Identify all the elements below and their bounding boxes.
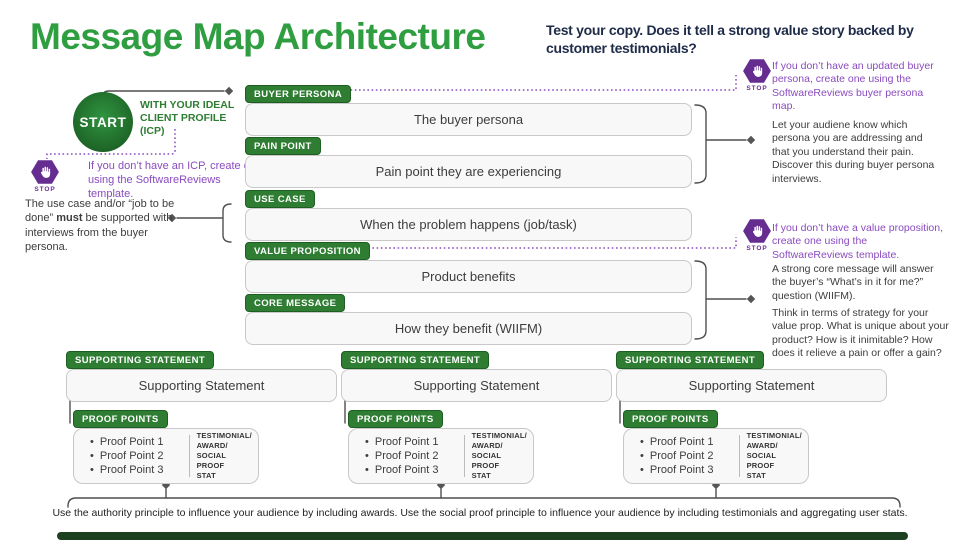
proof-point: Proof Point 1 (640, 435, 739, 449)
stop-label: STOP (746, 85, 768, 92)
note-core-message: A strong core message will answer the bu… (772, 263, 934, 302)
tag-proof-points: PROOF POINTS (348, 410, 443, 428)
tag-supporting-statement: SUPPORTING STATEMENT (341, 351, 490, 369)
stop-label: STOP (34, 186, 56, 193)
buyer-pain-bracket (694, 104, 707, 184)
tag-supporting-statement: SUPPORTING STATEMENT (66, 351, 215, 369)
bottom-bar (57, 532, 908, 540)
box-supporting-statement: Supporting Statement (341, 369, 612, 402)
diamond-start (224, 86, 234, 96)
box-core-message-text: How they benefit (WIIFM) (394, 321, 543, 336)
proof-points-box: Proof Point 1 Proof Point 2 Proof Point … (623, 428, 809, 484)
box-pain-point: Pain point they are experiencing (245, 155, 692, 188)
row-pain-point: PAIN POINT Pain point they are experienc… (245, 136, 692, 188)
box-buyer-persona: The buyer persona (245, 103, 692, 136)
proof-points-list: Proof Point 1 Proof Point 2 Proof Point … (624, 435, 739, 478)
row-value-proposition: VALUE PROPOSITION Product benefits (245, 241, 692, 293)
start-caption: WITH YOUR IDEAL CLIENT PROFILE (ICP) (140, 99, 235, 138)
supporting-column-3: SUPPORTING STATEMENT Supporting Statemen… (616, 350, 887, 484)
row-use-case: USE CASE When the problem happens (job/t… (245, 189, 692, 241)
note-buyer-persona: Let your audiene know which persona you … (772, 119, 935, 185)
note-value-stop: If you don’t have a value proposition, c… (772, 222, 944, 261)
stop-node-buyer: STOP (740, 58, 774, 92)
tag-use-case: USE CASE (245, 190, 315, 208)
usecase-bracket (222, 203, 232, 243)
proof-point: Proof Point 1 (365, 435, 464, 449)
note-use-case-pre: The use case and/or “job to be done” (25, 198, 175, 225)
row-core-message: CORE MESSAGE How they benefit (WIIFM) (245, 293, 692, 345)
start-label: START (79, 114, 127, 130)
start-to-buyer-line (102, 90, 225, 98)
tag-proof-points: PROOF POINTS (623, 410, 718, 428)
box-buyer-persona-text: The buyer persona (413, 112, 524, 127)
row-buyer-persona: BUYER PERSONA The buyer persona (245, 84, 692, 136)
proof-side-label: TESTIMONIAL/ AWARD/ SOCIAL PROOF STAT (738, 431, 808, 480)
subtitle-question: Test your copy. Does it tell a strong va… (546, 22, 914, 56)
proof-point: Proof Point 3 (640, 463, 739, 477)
proof-point: Proof Point 3 (365, 463, 464, 477)
box-supporting-statement: Supporting Statement (616, 369, 887, 402)
proof-points-list: Proof Point 1 Proof Point 2 Proof Point … (74, 435, 189, 478)
diamond-buyer-note (746, 135, 756, 145)
bottom-bracket (67, 497, 901, 508)
tag-value-proposition: VALUE PROPOSITION (245, 242, 370, 260)
stop-node-value: STOP (740, 218, 774, 252)
value-core-bracket (694, 260, 707, 340)
start-node: START (73, 92, 133, 152)
proof-point: Proof Point 3 (90, 463, 189, 477)
stop-label: STOP (746, 245, 768, 252)
tag-pain-point: PAIN POINT (245, 137, 321, 155)
stop-hand-icon (743, 219, 771, 243)
proof-point: Proof Point 2 (90, 449, 189, 463)
note-buyer-stop: If you don’t have an updated buyer perso… (772, 60, 934, 113)
note-value-strategy: Think in terms of strategy for your valu… (772, 307, 949, 360)
box-core-message: How they benefit (WIIFM) (245, 312, 692, 345)
diamond-core-note (746, 294, 756, 304)
proof-points-box: Proof Point 1 Proof Point 2 Proof Point … (348, 428, 534, 484)
proof-points-list: Proof Point 1 Proof Point 2 Proof Point … (349, 435, 464, 478)
supporting-statement-text: Supporting Statement (688, 378, 815, 393)
note-use-case-post: be supported with interviews from the bu… (25, 212, 173, 253)
proof-point: Proof Point 1 (90, 435, 189, 449)
proof-side-label: TESTIMONIAL/ AWARD/ SOCIAL PROOF STAT (188, 431, 258, 480)
bottom-caption: Use the authority principle to influence… (52, 507, 908, 519)
proof-side-label: TESTIMONIAL/ AWARD/ SOCIAL PROOF STAT (463, 431, 533, 480)
tag-core-message: CORE MESSAGE (245, 294, 346, 312)
box-supporting-statement: Supporting Statement (66, 369, 337, 402)
stop-node-icp: STOP (28, 159, 62, 193)
note-use-case: The use case and/or “job to be done” mus… (25, 197, 179, 254)
proof-points-box: Proof Point 1 Proof Point 2 Proof Point … (73, 428, 259, 484)
box-use-case: When the problem happens (job/task) (245, 208, 692, 241)
supporting-statement-text: Supporting Statement (138, 378, 265, 393)
page-title: Message Map Architecture (30, 16, 486, 57)
supporting-column-1: SUPPORTING STATEMENT Supporting Statemen… (66, 350, 337, 484)
tag-supporting-statement: SUPPORTING STATEMENT (616, 351, 765, 369)
note-use-case-bold: must (56, 212, 83, 225)
note-icp-stop: If you don’t have an ICP, create one usi… (88, 160, 263, 201)
box-value-proposition-text: Product benefits (421, 269, 516, 284)
box-use-case-text: When the problem happens (job/task) (360, 217, 577, 232)
box-pain-point-text: Pain point they are experiencing (375, 164, 562, 179)
proof-point: Proof Point 2 (640, 449, 739, 463)
proof-point: Proof Point 2 (365, 449, 464, 463)
box-value-proposition: Product benefits (245, 260, 692, 293)
supporting-statement-text: Supporting Statement (413, 378, 540, 393)
tag-buyer-persona: BUYER PERSONA (245, 85, 352, 103)
stop-hand-icon (743, 59, 771, 83)
stop-hand-icon (31, 160, 59, 184)
tag-proof-points: PROOF POINTS (73, 410, 168, 428)
supporting-column-2: SUPPORTING STATEMENT Supporting Statemen… (341, 350, 612, 484)
